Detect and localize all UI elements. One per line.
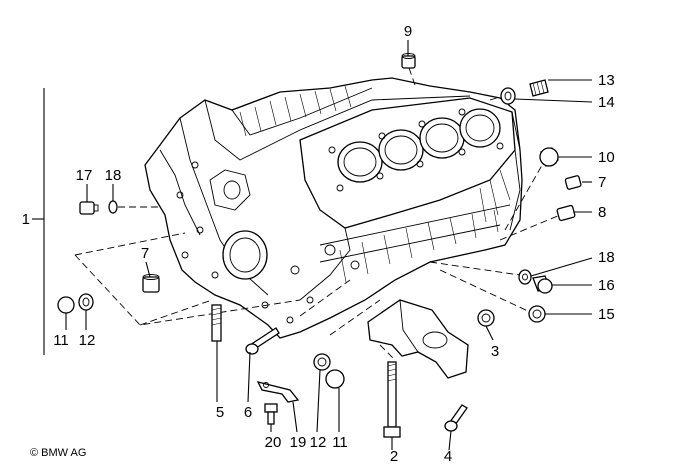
callout-11-bottom: 11 [332,434,348,451]
callout-1: 1 [22,211,30,228]
callout-16: 16 [598,277,615,294]
part-11-plug-left [57,296,75,314]
callout-7-right: 7 [598,174,606,191]
part-12-ring-bottom [313,353,331,371]
part-3-plug [477,309,495,327]
part-4-bolt [444,404,468,432]
part-6-bolt [245,327,280,355]
callout-19: 19 [290,434,307,451]
bearing-cap [367,299,469,379]
callout-20: 20 [265,434,282,451]
part-19-bracket [256,381,300,403]
copyright-text: © BMW AG [30,447,86,459]
callout-6: 6 [244,404,252,421]
callout-18-right: 18 [598,249,615,266]
part-17-plug-left [79,201,99,215]
callout-2: 2 [390,448,398,461]
part-13-plug [529,79,549,97]
callout-7-left: 7 [141,245,149,262]
callout-10: 10 [598,149,615,166]
callout-3: 3 [491,343,499,360]
part-11-plug-bottom [325,369,345,389]
callout-18-left: 18 [105,167,122,184]
part-7-dowel-left [142,274,160,293]
part-16-plug [532,275,553,294]
callout-13: 13 [598,72,615,89]
part-15-plug [528,305,546,323]
assembly-guides [74,64,561,361]
part-8-dowel [556,204,576,222]
part-2-bolt [383,361,401,438]
callout-5: 5 [216,404,224,421]
callout-14: 14 [598,94,615,111]
callout-17: 17 [76,167,93,184]
part-12-ring-left [78,293,94,311]
callout-12-bottom: 12 [310,434,327,451]
part-5-stud [211,304,222,342]
part-18-washer-right [518,269,532,285]
part-18-washer-left [108,200,118,214]
part-14-ring [500,87,516,105]
callout-11-left: 11 [53,332,69,349]
part-20-bolt [264,403,278,425]
engine-block [144,77,523,339]
callout-12-left: 12 [79,332,96,349]
callout-labels: 1 9 13 14 10 7 8 18 16 15 17 18 7 11 12 … [22,23,615,465]
part-7-dowel-right [564,175,582,190]
callout-9: 9 [404,23,412,40]
callout-8: 8 [598,204,606,221]
leader-lines [32,40,593,451]
callout-15: 15 [598,306,615,323]
callout-4: 4 [444,448,452,461]
part-10-sleeve [539,147,559,167]
